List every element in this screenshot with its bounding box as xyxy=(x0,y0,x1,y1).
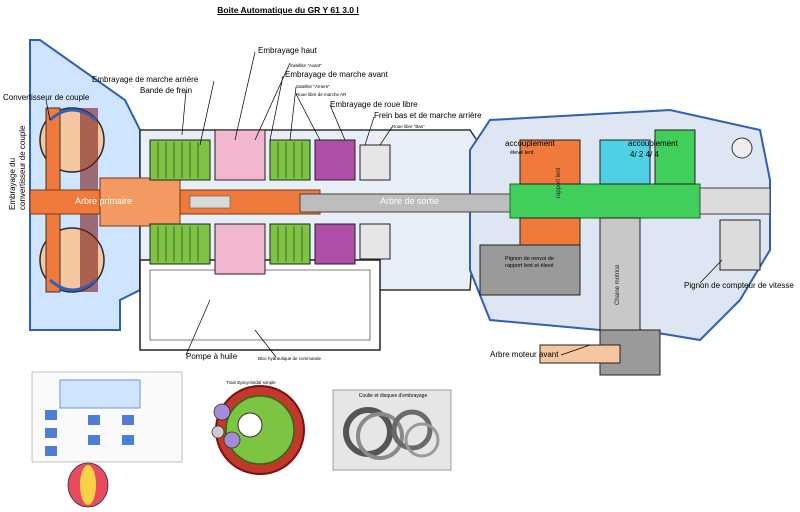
label-satellite-avant: Satellite "Avant" xyxy=(290,63,322,68)
label-arbre-moteur-avant: Arbre moteur avant xyxy=(490,350,559,359)
label-embrayage-haut: Embrayage haut xyxy=(258,46,317,55)
label-embrayage-marche-arriere: Embrayage de marche arrière xyxy=(92,75,199,84)
input-shaft xyxy=(29,177,321,227)
label-bloc-hydraulique: Bloc hydraulique de commande xyxy=(258,356,322,361)
schematic-inset xyxy=(31,371,183,508)
clutch-disc-photo xyxy=(332,389,452,471)
label-roue-libre-bas: Roue libre "Bas" xyxy=(392,124,425,129)
label-arbre-primaire: Arbre primaire xyxy=(75,196,133,206)
label-pignon-renvoi-1: Pignon de renvoi de xyxy=(505,256,554,262)
label-embrayage-convertisseur-2: convertisseur de couple xyxy=(18,125,27,211)
label-pompe-huile: Pompe à huile xyxy=(186,352,238,361)
label-arbre-sortie: Arbre de sortie xyxy=(380,196,440,206)
torque-converter xyxy=(39,107,105,293)
label-convertisseur: Convertisseur de couple xyxy=(3,93,90,102)
label-accouplement-left: accouplement xyxy=(505,139,555,148)
diagram-title: Boite Automatique du GR Y 61 3.0 l xyxy=(217,5,359,15)
label-accouplement-right: accouplement xyxy=(628,139,678,148)
label-train-epicycloidal: Train Epicycloïdal simple xyxy=(226,380,276,385)
label-pignon-compteur: Pignon de compteur de vitesse xyxy=(684,281,794,290)
label-ratios: 4/ 2 4/ 4 xyxy=(630,150,659,159)
clutch-packs xyxy=(149,129,391,275)
label-embrayage-marche-avant: Embrayage de marche avant xyxy=(285,70,388,79)
label-satellite-arriere: Satellite "Arriere" xyxy=(296,84,330,89)
label-embrayage-roue-libre: Embrayage de roue libre xyxy=(330,100,418,109)
label-pignon-renvoi-2: rapport lent et élevé xyxy=(505,263,554,269)
leader-lines xyxy=(45,51,723,358)
planetary-gear-illustration xyxy=(211,385,305,475)
transfer-case xyxy=(479,129,761,376)
label-bande-frein: Bande de frein xyxy=(140,86,193,95)
label-chaine-motrice: Chaine motrice xyxy=(615,264,621,305)
label-photo-caption: Coulie et disques d'embrayage xyxy=(358,393,428,399)
label-rapport-lent: rapport lent xyxy=(556,167,562,198)
label-roue-libre-ra: Roue libre de marche AR xyxy=(296,92,347,97)
label-embrayage-convertisseur-1: Embrayage du xyxy=(8,157,17,210)
label-eleve-lent: élevé lent xyxy=(510,150,534,156)
label-frein-bas-marche-arriere: Frein bas et de marche arrière xyxy=(374,111,482,120)
